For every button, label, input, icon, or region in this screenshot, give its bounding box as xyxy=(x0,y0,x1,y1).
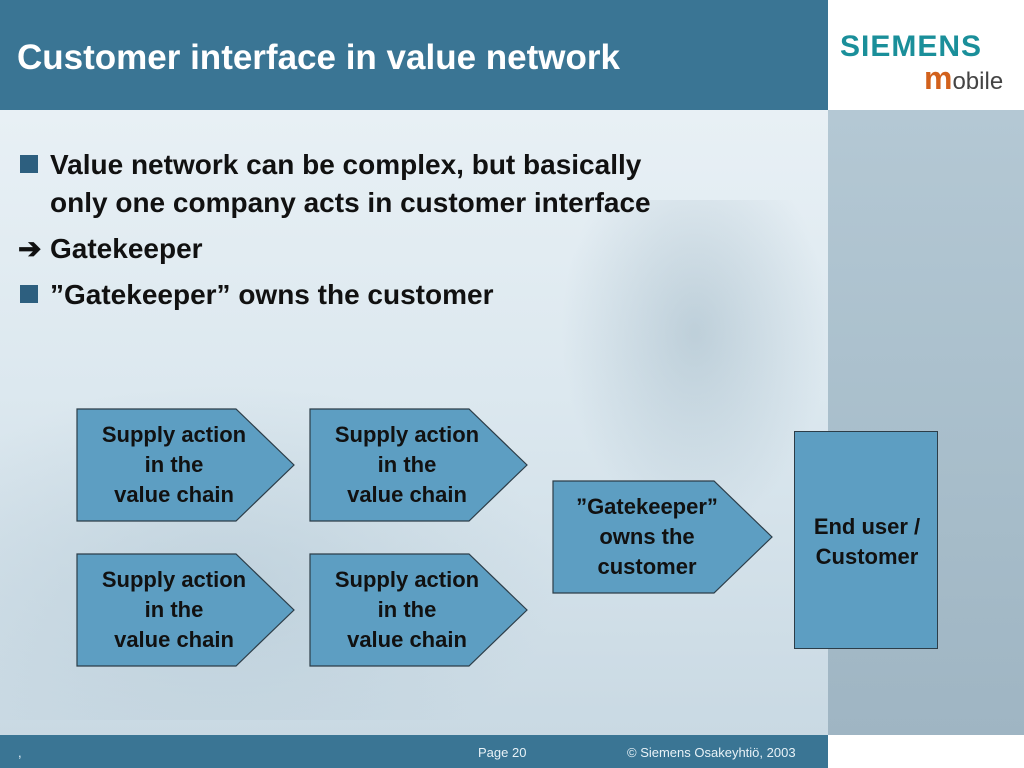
background-photo-figure xyxy=(560,200,830,530)
label-line: value chain xyxy=(114,482,234,507)
chevron-arrow-shape xyxy=(309,553,528,667)
bullet-text: only one company acts in customer interf… xyxy=(50,187,651,218)
footer-left-text: , xyxy=(18,745,22,760)
supply-action-chevron: Supply action in the value chain xyxy=(76,553,296,667)
bullet-text: Value network can be complex, but basica… xyxy=(50,149,642,180)
square-bullet-icon xyxy=(20,285,38,303)
label-line: value chain xyxy=(347,627,467,652)
bullet-item: ➔ Gatekeeper xyxy=(18,230,818,268)
chevron-arrow-shape xyxy=(76,553,295,667)
siemens-mobile-logo: SIEMENS mobile xyxy=(828,0,1024,110)
bullet-text: ”Gatekeeper” owns the customer xyxy=(50,279,494,310)
gatekeeper-chevron: ”Gatekeeper” owns the customer xyxy=(552,480,774,594)
label-line: in the xyxy=(377,452,437,477)
logo-m: m xyxy=(924,60,953,96)
supply-action-label: Supply action in the value chain xyxy=(76,565,272,655)
label-line: in the xyxy=(144,452,204,477)
logo-brand: SIEMENS xyxy=(840,30,983,63)
chevron-arrow-shape xyxy=(309,408,528,522)
bullet-text: Gatekeeper xyxy=(50,233,203,264)
label-line: customer xyxy=(597,554,697,579)
label-line: value chain xyxy=(347,482,467,507)
end-user-box: End user / Customer xyxy=(794,431,938,649)
label-line: End user / xyxy=(813,514,921,539)
supply-action-chevron: Supply action in the value chain xyxy=(309,553,529,667)
label-line: Supply action xyxy=(334,567,480,592)
label-line: owns the xyxy=(599,524,695,549)
supply-action-chevron: Supply action in the value chain xyxy=(76,408,296,522)
chevron-arrow-shape xyxy=(76,408,295,522)
label-line: in the xyxy=(144,597,204,622)
arrow-right-icon: ➔ xyxy=(18,233,42,264)
logo-mobile: mobile xyxy=(924,60,1003,97)
supply-action-label: Supply action in the value chain xyxy=(309,420,505,510)
footer-right-panel xyxy=(828,735,1024,768)
bullet-list: Value network can be complex, but basica… xyxy=(18,146,818,322)
copyright: © Siemens Osakeyhtiö, 2003 xyxy=(627,745,796,760)
bullet-item: ”Gatekeeper” owns the customer xyxy=(18,276,818,314)
page-number: Page 20 xyxy=(478,745,527,760)
footer-bar xyxy=(0,735,828,768)
label-line: Supply action xyxy=(101,567,247,592)
label-line: value chain xyxy=(114,627,234,652)
square-bullet-icon xyxy=(20,155,38,173)
label-line: Supply action xyxy=(101,422,247,447)
supply-action-label: Supply action in the value chain xyxy=(309,565,505,655)
end-user-label: End user / Customer xyxy=(795,512,939,572)
page-title: Customer interface in value network xyxy=(17,38,620,77)
chevron-arrow-shape xyxy=(552,480,773,594)
label-line: Supply action xyxy=(334,422,480,447)
title-bar: Customer interface in value network xyxy=(0,0,828,110)
logo-sub: obile xyxy=(952,68,1004,95)
supply-action-chevron: Supply action in the value chain xyxy=(309,408,529,522)
label-line: in the xyxy=(377,597,437,622)
supply-action-label: Supply action in the value chain xyxy=(76,420,272,510)
label-line: ”Gatekeeper” xyxy=(576,494,718,519)
gatekeeper-label: ”Gatekeeper” owns the customer xyxy=(552,492,742,582)
bullet-item: Value network can be complex, but basica… xyxy=(18,146,818,222)
label-line: Customer xyxy=(815,544,919,569)
